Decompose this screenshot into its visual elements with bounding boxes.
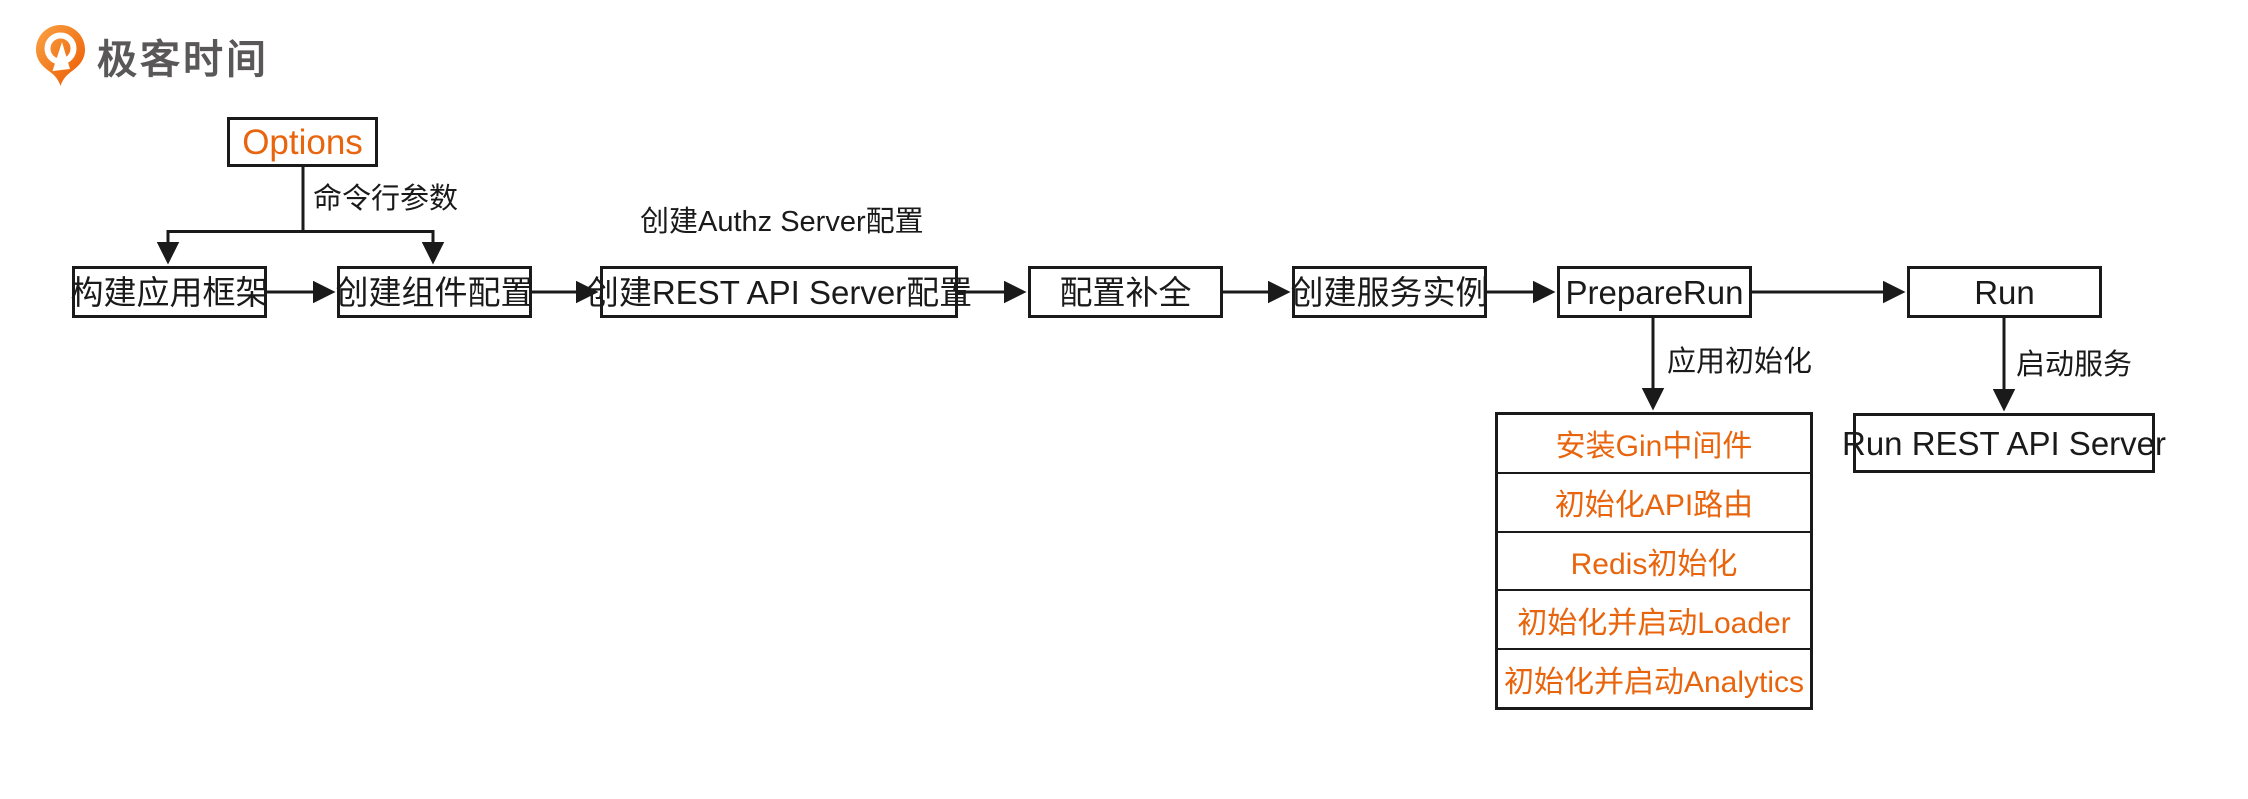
edge-label-start-service: 启动服务	[2016, 349, 2133, 381]
edge-label-create-authz-server-config: 创建Authz Server配置	[640, 206, 924, 238]
init-step-row-init-api-routes: 初始化API路由	[1498, 474, 1810, 533]
init-steps-table: 安装Gin中间件 初始化API路由 Redis初始化 初始化并启动Loader …	[1495, 412, 1813, 710]
init-step-row-init-start-loader: 初始化并启动Loader	[1498, 591, 1810, 651]
node-create-rest-api-server-config: 创建REST API Server配置	[586, 266, 972, 318]
node-options: Options	[227, 117, 378, 167]
node-run: Run	[1907, 266, 2102, 318]
node-build-app-frame: 构建应用框架	[71, 266, 269, 318]
node-run-rest-api-server: Run REST API Server	[1842, 413, 2166, 473]
node-prepare-run: PrepareRun	[1557, 266, 1752, 318]
node-config-completion: 配置补全	[1028, 266, 1223, 318]
node-create-component-config: 创建组件配置	[336, 266, 534, 318]
init-step-row-init-start-analytics: 初始化并启动Analytics	[1503, 665, 1805, 699]
init-step-row-redis-init: Redis初始化	[1498, 533, 1810, 592]
edge-label-app-initialization: 应用初始化	[1667, 346, 1813, 378]
node-create-service-instance: 创建服务实例	[1291, 266, 1489, 318]
init-step-row-install-gin-middleware: 安装Gin中间件	[1498, 415, 1810, 474]
geektime-logo-text: 极客时间	[97, 37, 269, 82]
geektime-logo-icon	[36, 25, 85, 86]
geektime-logo: 极客时间	[36, 25, 269, 86]
edge-label-command-line-params: 命令行参数	[313, 183, 459, 215]
